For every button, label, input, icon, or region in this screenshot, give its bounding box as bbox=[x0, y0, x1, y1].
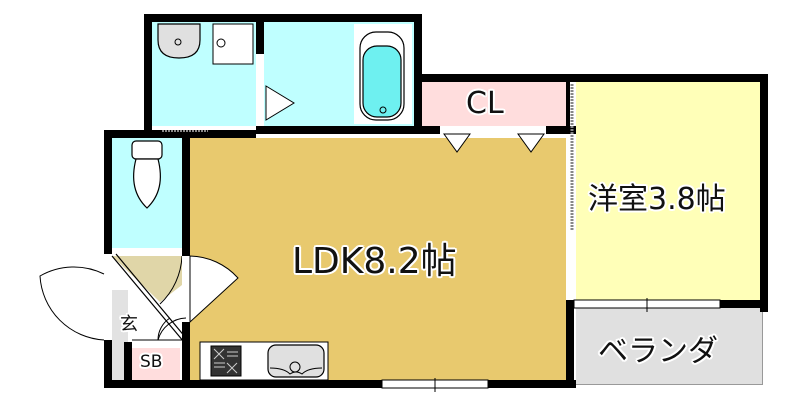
wall bbox=[182, 322, 190, 388]
wall bbox=[720, 300, 768, 308]
wall bbox=[104, 340, 112, 388]
wall bbox=[414, 74, 768, 82]
wall bbox=[104, 130, 112, 254]
wall bbox=[104, 380, 382, 388]
ldk-door-icon bbox=[189, 255, 239, 324]
washing-machine-icon bbox=[212, 23, 254, 65]
wall bbox=[256, 126, 576, 134]
wall bbox=[414, 14, 422, 130]
ldk bbox=[186, 138, 566, 380]
closet-label: CL bbox=[466, 86, 504, 121]
washbasin-icon bbox=[157, 23, 201, 59]
closet-door-left-icon bbox=[443, 133, 471, 153]
western-room bbox=[576, 82, 760, 300]
wall bbox=[124, 342, 132, 388]
entrance-door-icon bbox=[39, 266, 105, 341]
wall bbox=[488, 380, 576, 388]
sink-icon bbox=[267, 344, 325, 378]
wall bbox=[760, 74, 768, 312]
toilet-icon bbox=[131, 140, 163, 209]
wall bbox=[256, 14, 264, 54]
stove-icon bbox=[210, 345, 242, 377]
ldk-label: LDK8.2帖 bbox=[292, 241, 457, 282]
wall bbox=[144, 14, 422, 22]
wall bbox=[144, 14, 152, 132]
western-room-label: 洋室3.8帖 bbox=[588, 182, 726, 217]
wall bbox=[182, 130, 190, 256]
kitchen-counter bbox=[199, 341, 329, 381]
closet-door-opening bbox=[440, 126, 546, 134]
shoe-box-label: SB bbox=[140, 352, 163, 372]
bathtub-icon bbox=[354, 24, 412, 124]
door-triangle-icon bbox=[265, 85, 295, 121]
wall bbox=[104, 130, 256, 138]
shoe-box bbox=[132, 346, 180, 380]
closet-door-right-icon bbox=[517, 133, 545, 153]
veranda-label: ベランダ bbox=[598, 334, 718, 369]
closet bbox=[420, 82, 566, 128]
entrance-label: 玄 bbox=[120, 314, 138, 335]
wall bbox=[566, 300, 574, 388]
wall bbox=[566, 74, 570, 134]
veranda bbox=[576, 306, 763, 385]
bath-door-opening bbox=[256, 54, 264, 126]
